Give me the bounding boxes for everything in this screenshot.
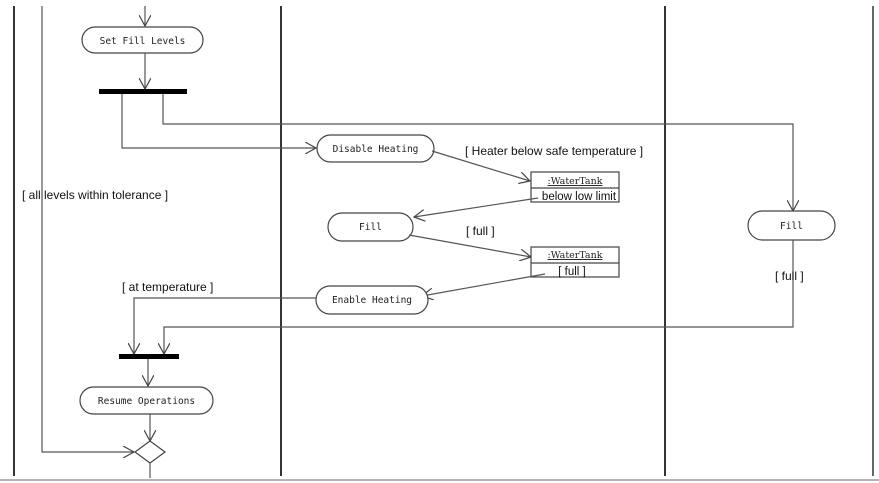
flow-fork-to-fill-right: [162, 94, 793, 211]
action-set-fill-levels[interactable]: Set Fill Levels: [81, 26, 204, 54]
join-bar: [119, 354, 179, 359]
object-water-tank-below-low-limit: :WaterTank below low limit: [530, 171, 620, 203]
action-label: Resume Operations: [98, 396, 195, 407]
flow-disable-heating-to-tank: [431, 150, 530, 181]
action-label: Fill: [780, 221, 803, 232]
action-fill-right[interactable]: Fill: [747, 210, 836, 241]
guard-at-temperature: [ at temperature ]: [122, 280, 213, 294]
object-state: [ full ]: [558, 266, 585, 278]
guard-all-levels-within-tolerance: [ all levels within tolerance ]: [22, 188, 168, 202]
guard-full-right: [ full ]: [775, 269, 804, 283]
guard-full-center: [ full ]: [466, 224, 495, 238]
object-name: :WaterTank: [548, 176, 603, 187]
object-state: below low limit: [542, 191, 617, 203]
action-resume-operations[interactable]: Resume Operations: [79, 386, 214, 415]
guard-heater-below-safe-temperature: [ Heater below safe temperature ]: [465, 144, 643, 158]
action-disable-heating[interactable]: Disable Heating: [316, 134, 435, 163]
action-label: Fill: [359, 222, 382, 233]
action-fill-center[interactable]: Fill: [327, 212, 414, 242]
flow-fork-to-disable-heating: [121, 94, 316, 148]
object-water-tank-full: :WaterTank [ full ]: [530, 246, 620, 278]
flow-tank-to-fill: [414, 197, 539, 217]
flow-enable-heating-to-join: [134, 297, 316, 354]
fork-bar: [99, 89, 187, 94]
flow-fill-to-tank-full: [408, 234, 531, 257]
flow-tank-full-to-enable-heating: [422, 273, 546, 296]
action-enable-heating[interactable]: Enable Heating: [315, 285, 429, 315]
object-name: :WaterTank: [548, 250, 603, 261]
flow-fork-bypass: [41, 6, 134, 452]
action-label: Enable Heating: [332, 295, 412, 306]
merge-node: [133, 440, 167, 464]
action-label: Set Fill Levels: [100, 36, 186, 47]
action-label: Disable Heating: [333, 144, 419, 155]
flow-fill-right-to-join: [164, 240, 794, 354]
